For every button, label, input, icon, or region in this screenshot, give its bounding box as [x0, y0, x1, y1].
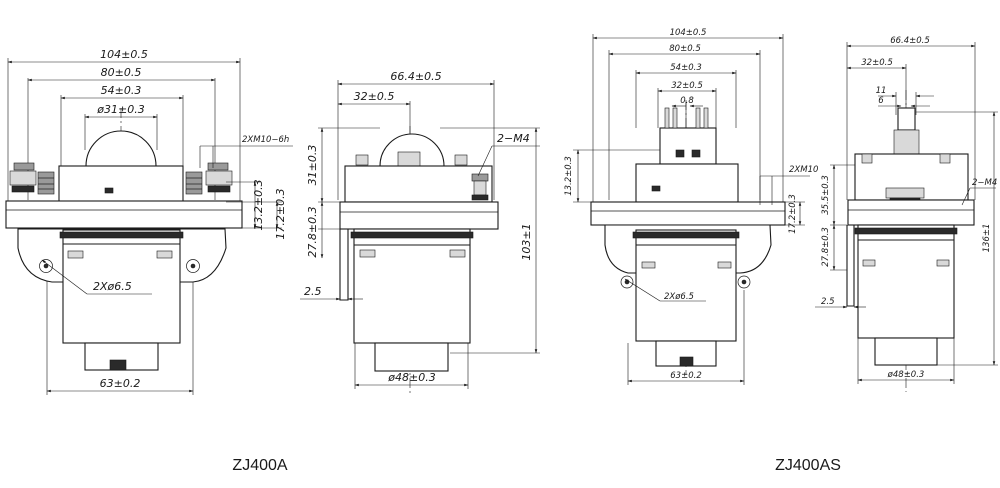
dim-label: 2Xø6.5: [93, 280, 132, 293]
dim-label: 17.2±0.3: [274, 188, 287, 239]
dim-label: 2−M4: [497, 132, 530, 145]
dim-label: 32±0.5: [861, 58, 892, 68]
dim-label: 35.5±0.3: [821, 175, 831, 215]
dim-label: 66.4±0.5: [390, 70, 441, 83]
dim-label: 136±1: [982, 224, 992, 253]
dim-label: 32±0.5: [354, 90, 395, 103]
dim-label: ø48±0.3: [887, 370, 925, 380]
dim-label: 2.5: [821, 297, 835, 307]
dim-label: 11: [876, 86, 887, 96]
model-title-zj400a: ZJ400A: [232, 457, 287, 474]
dim-label: 6: [878, 96, 884, 106]
dim-label: 2XM10−6h: [242, 135, 289, 145]
dim-label: 13.2±0.3: [252, 179, 265, 230]
zj400a-front-view: [5, 58, 293, 395]
dim-label: 31±0.3: [306, 145, 319, 186]
dim-label: 63±0.2: [670, 371, 701, 381]
dim-label: 2Xø6.5: [664, 292, 694, 302]
zj400as-side-view: [815, 42, 998, 392]
dimension-labels: 104±0.5 80±0.5 54±0.3 ø31±0.3 2XM10−6h 1…: [93, 28, 997, 390]
zj400a-side-view: [300, 80, 540, 393]
dim-label: 104±0.5: [100, 48, 148, 61]
dim-label: 66.4±0.5: [890, 36, 930, 46]
dim-label: 54±0.3: [101, 84, 142, 97]
dim-label: 80±0.5: [101, 66, 142, 79]
dim-label: ø48±0.3: [387, 371, 435, 384]
dim-label: 103±1: [520, 223, 533, 260]
dim-label: 63±0.2: [100, 377, 141, 390]
dim-label: 2.5: [304, 285, 322, 298]
dim-label: 17.2±0.3: [788, 194, 798, 234]
dim-label: 54±0.3: [670, 63, 701, 73]
dim-label: 80±0.5: [669, 44, 700, 54]
dim-label: 32±0.5: [671, 81, 702, 91]
dim-label: 2XM10: [789, 165, 818, 175]
dim-label: 104±0.5: [670, 28, 707, 38]
zj400as-front-view: [573, 34, 810, 385]
dim-label: ø31±0.3: [96, 103, 144, 116]
dim-label: 27.8±0.3: [821, 227, 831, 267]
dim-label: 2−M4: [972, 178, 997, 188]
dim-label: 13.2±0.3: [564, 156, 574, 196]
dim-label: 0.8: [680, 96, 694, 106]
dim-label: 27.8±0.3: [306, 206, 319, 257]
model-title-zj400as: ZJ400AS: [775, 457, 841, 474]
